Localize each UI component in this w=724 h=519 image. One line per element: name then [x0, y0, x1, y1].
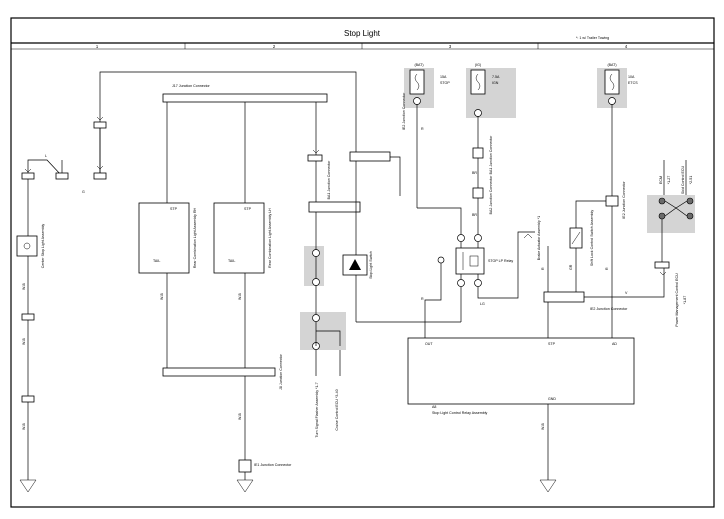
pin-ref: *1-87	[683, 296, 687, 305]
wire-color: R	[421, 127, 424, 131]
component-label: BA1 Junction Connector	[489, 135, 493, 175]
wire-color: G	[82, 190, 85, 194]
ground-icon	[539, 479, 557, 493]
ba1-connector	[349, 151, 391, 162]
ground-icon	[19, 479, 37, 493]
page-title: Stop Light	[344, 29, 381, 38]
column-number: 3	[449, 44, 452, 49]
component-label: Stop Light Control Relay Assembly	[432, 411, 488, 415]
connector-box	[21, 172, 35, 180]
rear-combination-light-rh	[138, 202, 190, 274]
a52-junction-connector	[543, 291, 585, 303]
ba2-junction-connector	[308, 201, 361, 213]
terminal-tail: TAIL	[228, 259, 235, 263]
wire-color: BR	[472, 171, 477, 175]
wire-color: W-B	[22, 337, 26, 345]
component-label: Skid Control ECU	[681, 166, 685, 195]
column-number: 1	[96, 44, 99, 49]
component-label: Brake Actuator Assembly *1	[537, 216, 541, 260]
connector-box	[93, 172, 107, 180]
ground-icon	[236, 479, 254, 493]
terminal-tail: TAIL	[153, 259, 160, 263]
brake-actuator-branch: Brake Actuator Assembly *1 R	[523, 216, 549, 292]
fuse-name: STOP	[440, 81, 450, 85]
component-label: IE2 Junction Connector	[622, 181, 626, 219]
component-label: BA2 Junction Connector	[489, 175, 493, 215]
rear-combination-lights: STP STP TAIL TAIL Rear Combination Light…	[138, 102, 272, 368]
center-stop-light-assembly	[16, 235, 38, 257]
footnote: *: 1 w/ Trailer Towing	[576, 36, 609, 40]
wire-color: W-B	[22, 422, 26, 430]
shift-lock-branch: Shift Lock Control Switch Assembly GR	[569, 206, 594, 292]
wire-color: W-B	[238, 292, 242, 300]
wire-color: LG	[480, 302, 485, 306]
rear-combination-light-lh	[213, 202, 265, 274]
wire-color: W-B	[160, 292, 164, 300]
j17-junction-connector	[162, 93, 328, 103]
outer-frame	[10, 17, 715, 508]
column-number: 2	[273, 44, 276, 49]
pin-ref: *1-27	[667, 176, 671, 185]
terminal-stp: STP	[170, 207, 178, 211]
column-number: 4	[625, 44, 628, 49]
fuse-name: ETCS	[628, 81, 638, 85]
component-label: BA1 Junction Connector	[327, 160, 331, 200]
pin-ref: *2-51	[689, 176, 693, 185]
wire-color: R	[421, 297, 424, 301]
component-label: Shift Lock Control Switch Assembly	[590, 210, 594, 267]
fuse-rating: 15A	[440, 75, 447, 79]
component-label: IE2 Junction Connector	[402, 92, 406, 130]
terminal-ad: AD	[612, 342, 617, 346]
component-label: IE1 Junction Connector	[254, 463, 292, 467]
component-label: Turn Signal Flasher Assembly *1-7	[315, 382, 319, 437]
component-label: STOP LP Relay	[488, 259, 513, 263]
component-label: Rear Combination Light Assembly LH	[268, 208, 272, 268]
terminal-stp: STP	[244, 207, 252, 211]
wire-color: W-B	[541, 422, 545, 430]
ie1-junction-connector	[238, 459, 252, 473]
component-label: Stop Light Switch	[369, 251, 373, 279]
stop-light-switch-group: IE2 Junction Connector Stop Light Switch	[342, 92, 461, 323]
fuse-ign: (IG) 7.5A IGN BA1 Junction Connector BR …	[470, 63, 500, 234]
wire-color: BR	[472, 213, 477, 217]
wire-color: L	[45, 154, 47, 158]
wire-color: R	[605, 267, 609, 270]
wire-color: W-B	[22, 282, 26, 290]
fuse-rating: 10A	[628, 75, 635, 79]
fuse-rating: 7.5A	[492, 75, 500, 79]
connector-box	[93, 121, 107, 129]
component-label: Center Stop Light Assembly	[41, 224, 45, 269]
brake-signal-branch: BA1 Junction Connector Turn Signal Flash…	[307, 102, 361, 438]
wire-color: V	[625, 291, 628, 295]
component-label: J8 Junction Connector	[279, 353, 283, 390]
connector-box	[55, 172, 69, 180]
fuse-etcs: (BAT) 10A ETCS IE2 Junction Connector R	[575, 63, 638, 338]
component-label: IE2 Junction Connector	[590, 307, 628, 311]
wire-color: R	[541, 267, 545, 270]
component-label: J17 Junction Connector	[172, 84, 211, 88]
power-source: (BAT)	[414, 63, 423, 67]
component-label: ECM	[659, 176, 663, 184]
component-label: Rear Combination Light Assembly RH	[193, 207, 197, 268]
power-source: (BAT)	[607, 63, 616, 67]
fuse-name: IGN	[492, 81, 499, 85]
fuse-stop: (BAT) 15A STOP R	[409, 63, 462, 234]
stop-light-control-relay-box	[407, 337, 635, 405]
wire-color: GR	[569, 264, 573, 270]
ecm-skid-connector: ECM *1-27 Skid Control ECU *2-51 Power M…	[654, 160, 694, 327]
center-stop-light-branch: L G Center Stop Light Assembly W-B W-B W…	[16, 71, 357, 493]
component-ref: A8	[432, 405, 436, 409]
terminal-gnd: GND	[548, 397, 556, 401]
stop-light-control-relay: OUT STP AD GND A8 Stop Light Control Rel…	[407, 337, 635, 493]
j8-junction-connector	[162, 367, 276, 377]
terminal-out: OUT	[425, 342, 433, 346]
component-label: Power Management Control ECU	[675, 273, 679, 327]
terminal-stp: STP	[548, 342, 556, 346]
component-label: Cruise Control ECU *3-40	[335, 389, 339, 430]
stop-lp-relay: STOP LP Relay R LG	[421, 231, 535, 338]
power-source: (IG)	[475, 63, 481, 67]
wire-color: W-B	[238, 412, 242, 420]
